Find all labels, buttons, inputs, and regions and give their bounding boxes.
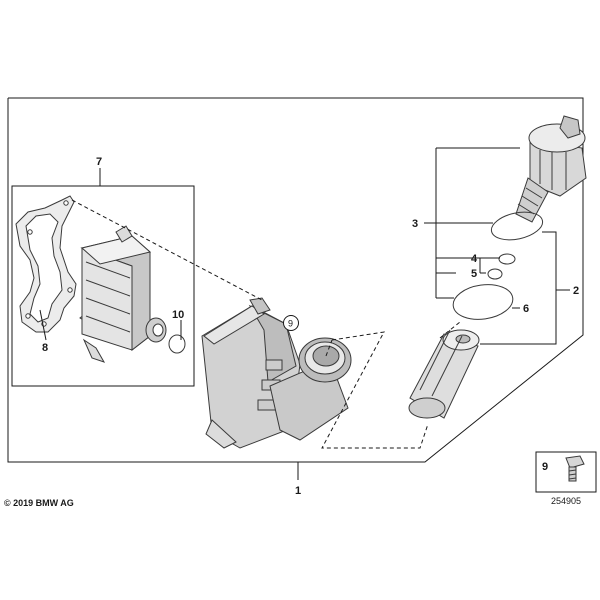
ring-4-part (498, 253, 516, 265)
callout-3: 3 (412, 218, 418, 230)
filter-element-part (408, 329, 480, 419)
callout-10: 10 (172, 309, 184, 321)
callout-6: 6 (523, 303, 529, 315)
oil-filter-housing-part (201, 297, 352, 449)
oring-6-part (452, 284, 514, 320)
inset-box: 9 (535, 451, 597, 493)
main-assembly-outline (7, 97, 584, 463)
callout-8: 8 (42, 342, 48, 354)
gasket-part (15, 195, 77, 333)
inset-part-number: 9 (542, 461, 548, 473)
leader-lines (39, 147, 570, 480)
callout-9-circle: 9 (283, 315, 299, 331)
oring-3-part (490, 211, 544, 241)
callout-7: 7 (96, 156, 102, 168)
copyright-text: © 2019 BMW AG (4, 498, 74, 508)
diagram-id: 254905 (551, 496, 581, 506)
oil-cooler-part (79, 225, 167, 363)
callout-1: 1 (295, 485, 301, 497)
callout-5: 5 (471, 268, 477, 280)
oil-filter-cap-part (515, 115, 587, 223)
svg-text:9: 9 (288, 319, 293, 329)
callout-2: 2 (573, 285, 579, 297)
bolt-part (565, 455, 585, 482)
oil-cooler-group-frame (11, 185, 195, 387)
callout-4: 4 (471, 253, 478, 265)
ring-5-part (487, 268, 503, 280)
oring-10-part (168, 334, 186, 354)
